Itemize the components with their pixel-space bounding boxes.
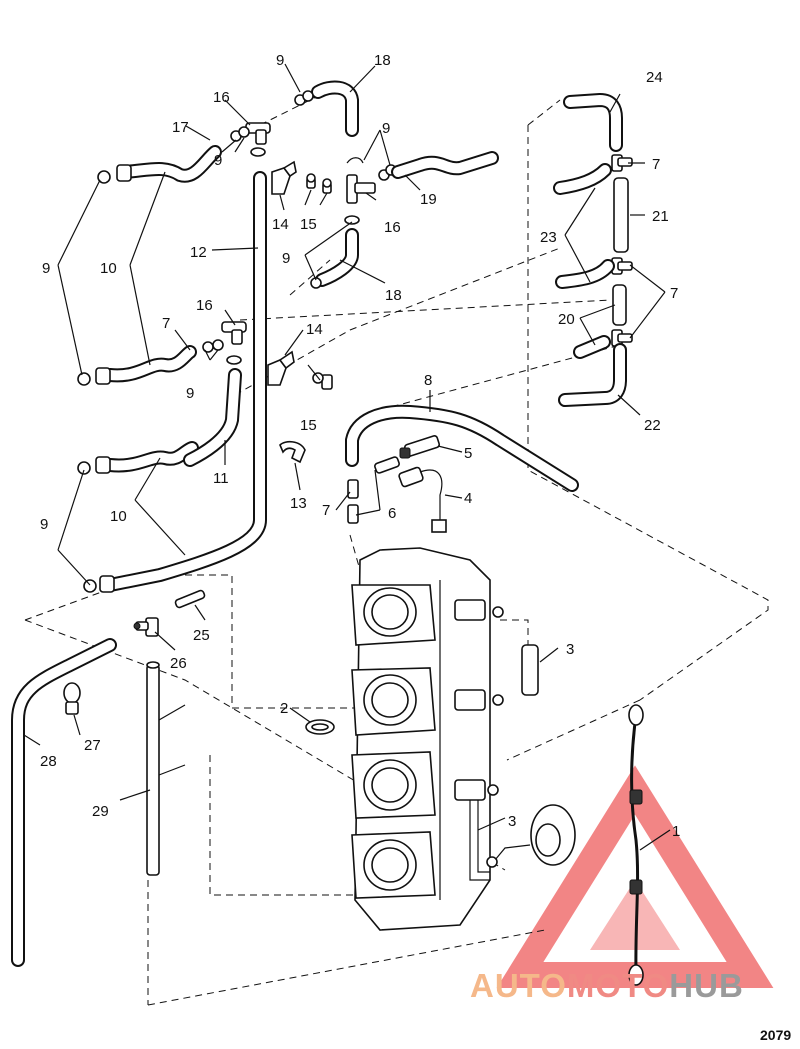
callout-10: 10	[100, 260, 117, 277]
fuel-connector-5[interactable]	[399, 435, 441, 459]
watermark-auto: AUTO	[470, 967, 567, 1004]
tee-fitting-7-right-middle[interactable]	[611, 257, 633, 275]
callout-28: 28	[40, 753, 57, 770]
callout-29: 29	[92, 803, 109, 820]
clip-14-upper[interactable]	[271, 160, 297, 195]
hose-10-lower[interactable]	[103, 441, 199, 473]
callout-16: 16	[213, 89, 230, 106]
callout-18: 18	[374, 52, 391, 69]
carburetor-linkage	[439, 580, 504, 900]
callout-23: 23	[540, 229, 557, 246]
ground-strap-1[interactable]	[628, 704, 644, 986]
callout-15: 15	[300, 216, 317, 233]
callout-16: 16	[384, 219, 401, 236]
watermark-moto: MOTO	[567, 967, 669, 1004]
tee-fitting-16-upper[interactable]	[230, 122, 271, 157]
hose-17[interactable]	[118, 145, 222, 183]
callout-3: 3	[566, 641, 574, 658]
callout-13: 13	[290, 495, 307, 512]
hose-25[interactable]	[174, 589, 206, 609]
clamp-2[interactable]	[305, 719, 335, 735]
callout-9: 9	[42, 260, 50, 277]
hose-24[interactable]	[563, 93, 623, 152]
callout-9: 9	[40, 516, 48, 533]
callout-20: 20	[558, 311, 575, 328]
tee-fitting-16-middle[interactable]	[202, 321, 247, 365]
callout-19: 19	[420, 191, 437, 208]
tube-29[interactable]	[146, 661, 186, 876]
primer-solenoid[interactable]	[486, 804, 576, 868]
hose-11[interactable]	[183, 368, 242, 467]
hose-20-lower[interactable]	[573, 335, 611, 359]
callout-16: 16	[196, 297, 213, 314]
callout-7: 7	[322, 502, 330, 519]
hose-3-lower[interactable]	[469, 800, 490, 881]
tee-fitting-7-right-upper[interactable]	[611, 154, 633, 172]
carburetor-throat-4	[351, 831, 436, 899]
callout-14: 14	[306, 321, 323, 338]
harness-4[interactable]	[398, 466, 447, 533]
hose-10-upper[interactable]	[103, 345, 197, 383]
watermark-hub: HUB	[669, 967, 744, 1004]
clip-14-lower[interactable]	[267, 350, 295, 386]
hose-19[interactable]	[391, 151, 499, 179]
callout-1: 1	[672, 823, 680, 840]
callout-22: 22	[644, 417, 661, 434]
callout-9: 9	[382, 120, 390, 137]
callout-labels: 17 16 9 18 9 9 9 10 12 14 15 16 19 9 18 …	[40, 52, 680, 840]
screws-15-upper[interactable]	[306, 173, 332, 194]
hose-23-lower[interactable]	[555, 259, 615, 289]
hose-28[interactable]	[11, 638, 117, 967]
svg-text:AUTOMOTOHUB: AUTOMOTOHUB	[470, 967, 744, 1004]
fitting-26[interactable]	[133, 617, 159, 637]
hose-21[interactable]	[613, 177, 629, 253]
carburetor-throat-3	[351, 751, 436, 819]
callout-7: 7	[670, 285, 678, 302]
callout-8: 8	[424, 372, 432, 389]
hose-18-lower[interactable]	[310, 215, 360, 289]
leader-lines	[23, 63, 671, 851]
callout-21: 21	[652, 208, 669, 225]
callout-9: 9	[186, 385, 194, 402]
callout-11: 11	[213, 470, 229, 487]
carburetor-throat-1	[351, 584, 436, 646]
callout-25: 25	[193, 627, 210, 644]
callout-2: 2	[280, 700, 288, 717]
callout-15: 15	[300, 417, 317, 434]
callout-4: 4	[464, 490, 472, 507]
hose-20-upper[interactable]	[612, 284, 627, 326]
hose-23-upper[interactable]	[553, 163, 612, 195]
hose-18-upper[interactable]	[294, 80, 359, 137]
callout-18: 18	[385, 287, 402, 304]
hose-22[interactable]	[558, 343, 627, 407]
carburetor-assembly	[351, 547, 504, 931]
hose-3-upper[interactable]	[521, 644, 539, 696]
callout-24: 24	[646, 69, 663, 86]
connectors-6-7[interactable]	[347, 456, 400, 524]
watermark-text: AUTOMOTOHUB	[470, 967, 744, 1004]
callout-17: 17	[172, 119, 189, 136]
clamps-9-left[interactable]	[77, 164, 132, 593]
callout-7: 7	[652, 156, 660, 173]
callout-9: 9	[214, 152, 222, 169]
figure-number: 2079	[760, 1027, 791, 1043]
callout-27: 27	[84, 737, 101, 754]
callout-3: 3	[508, 813, 516, 830]
clamp-27[interactable]	[63, 682, 81, 715]
callout-10: 10	[110, 508, 127, 525]
carburetor-throat-2	[351, 667, 436, 736]
hose-12[interactable]	[103, 171, 267, 592]
clip-13[interactable]	[279, 440, 306, 464]
callout-12: 12	[190, 244, 207, 261]
callout-26: 26	[170, 655, 187, 672]
callout-9: 9	[282, 250, 290, 267]
callout-14: 14	[272, 216, 289, 233]
callout-6: 6	[388, 505, 396, 522]
callout-5: 5	[464, 445, 472, 462]
callout-7: 7	[162, 315, 170, 332]
hose-8[interactable]	[345, 404, 579, 492]
callout-9: 9	[276, 52, 284, 69]
